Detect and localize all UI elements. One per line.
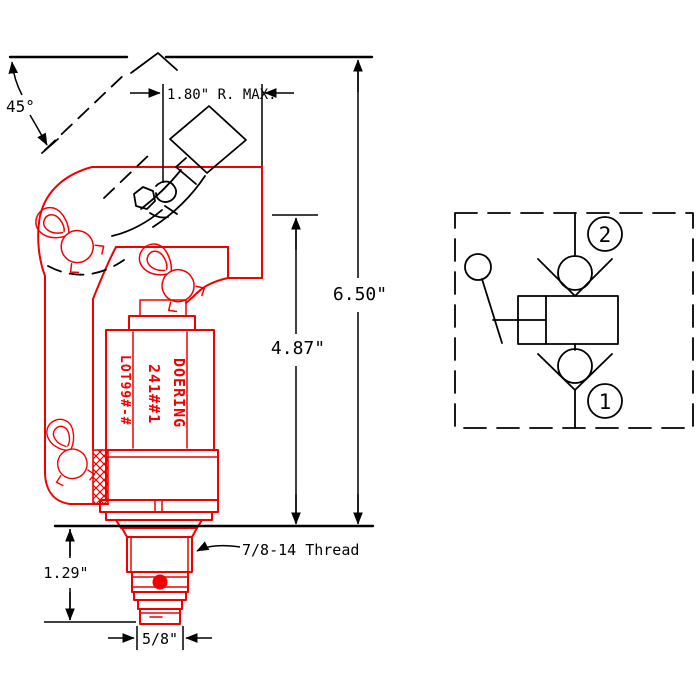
thread-section (126, 536, 193, 573)
check-valve-ball-bottom (557, 348, 593, 384)
dimensions: 45° 1.80" R. MAX. 6.50" 4.87" (6, 55, 387, 650)
dim-thread-callout: 7/8-14 Thread (196, 541, 359, 559)
port-1-balloon (587, 383, 623, 419)
dim-overall-height-label: 6.50" (333, 284, 387, 305)
pivot-nut (133, 186, 156, 210)
port-2-balloon (587, 216, 623, 252)
wing-toggle-middle (132, 231, 208, 316)
port-1-label: 1 (599, 390, 612, 414)
dim-thread-callout-label: 7/8-14 Thread (242, 541, 359, 559)
wing-toggle-lower (43, 413, 96, 488)
dim-handle-radius: 1.80" R. MAX. (130, 84, 294, 183)
part-markings: DOERING 241##1 LOT99#-# (117, 355, 188, 428)
valve-part-outline (28, 166, 263, 625)
port-2-label: 2 (599, 223, 612, 247)
dim-height-to-mount: 4.87" (271, 214, 325, 525)
dim-angle-label: 45° (6, 97, 35, 116)
check-valve-ball-top (557, 255, 593, 291)
phantom-handle (41, 52, 247, 276)
lever-arm (481, 278, 503, 344)
dim-handle-radius-label: 1.80" R. MAX. (167, 87, 277, 103)
marking-lot: LOT99#-# (117, 355, 132, 426)
dim-height-to-mount-label: 4.87" (271, 338, 325, 359)
dim-thread-length-label: 1.29" (43, 564, 88, 582)
dim-tip-width-label: 5/8" (142, 630, 178, 648)
check-valve-seat-top (537, 258, 613, 297)
lever-knob (464, 253, 492, 281)
handle-knob-phantom (169, 105, 247, 174)
dim-tip-width: 5/8" (108, 626, 212, 650)
schematic-boundary (454, 212, 694, 429)
marking-model: 241##1 (145, 364, 163, 424)
marking-brand: DOERING (170, 358, 188, 428)
dim-overall-height: 6.50" (333, 59, 387, 525)
hydraulic-schematic: 2 1 (454, 212, 694, 429)
cross-hole (152, 574, 168, 590)
dim-angle: 45° (6, 61, 48, 146)
dim-thread-length: 1.29" (43, 529, 136, 623)
check-valve-seat-bottom (537, 353, 613, 391)
